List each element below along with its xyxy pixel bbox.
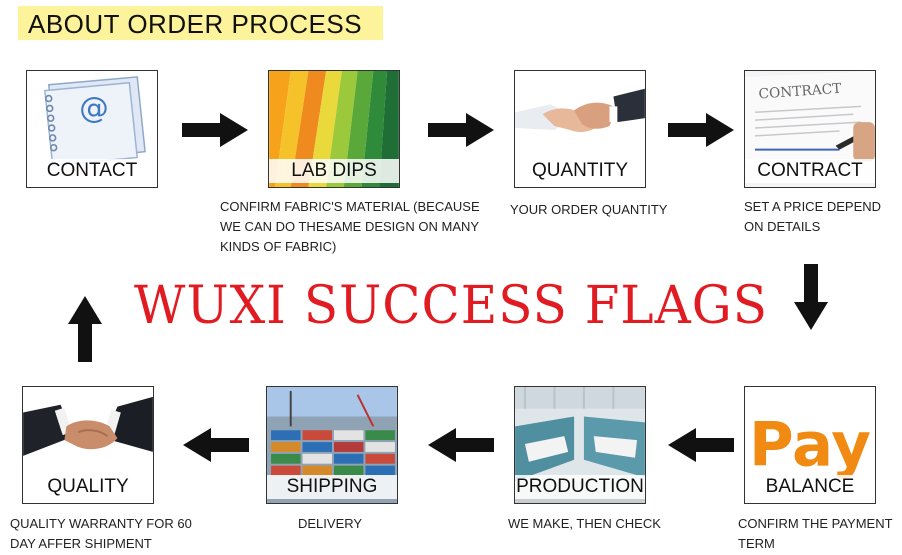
step-label: SHIPPING	[267, 475, 397, 499]
arrow-right-icon	[182, 113, 248, 147]
step-shipping: SHIPPING	[266, 386, 398, 504]
svg-text:CONTRACT: CONTRACT	[758, 81, 843, 103]
arrow-left-icon	[183, 428, 249, 462]
arrow-right-icon	[668, 113, 734, 147]
pay-text: Pay	[749, 410, 871, 481]
step-label: CONTRACT	[745, 159, 875, 183]
step-label: QUALITY	[23, 475, 153, 499]
arrow-down-icon	[794, 264, 828, 330]
brand-name: WUXI SUCCESS FLAGS	[134, 274, 768, 336]
step-label: BALANCE	[745, 475, 875, 499]
step-description: QUALITY WARRANTY FOR 60 DAY AFFER SHIPME…	[10, 516, 192, 551]
step-description: CONFIRM FABRIC'S MATERIAL (BECAUSE WE CA…	[220, 199, 480, 254]
step-description: YOUR ORDER QUANTITY	[510, 202, 668, 217]
step-quantity: QUANTITY	[514, 70, 646, 188]
step-lab-dips: LAB DIPS	[268, 70, 400, 188]
step-label: PRODUCTION	[515, 475, 645, 499]
step-description: DELIVERY	[298, 516, 363, 531]
step-production: PRODUCTION	[514, 386, 646, 504]
svg-text:@: @	[79, 91, 108, 125]
step-quality: QUALITY	[22, 386, 154, 504]
step-label: QUANTITY	[515, 159, 645, 183]
step-contract: CONTRACT CONTRACT	[744, 70, 876, 188]
step-contact: @ CONTACT	[26, 70, 158, 188]
step-label: LAB DIPS	[269, 159, 399, 183]
step-balance: Pay BALANCE	[744, 386, 876, 504]
step-description: WE MAKE, THEN CHECK	[508, 516, 661, 531]
step-description: CONFIRM THE PAYMENT TERM	[738, 516, 893, 551]
arrow-right-icon	[428, 113, 494, 147]
page-title: ABOUT ORDER PROCESS	[18, 6, 383, 40]
step-description: SET A PRICE DEPEND ON DETAILS	[744, 199, 882, 234]
step-label: CONTACT	[27, 159, 157, 183]
arrow-up-icon	[68, 296, 102, 362]
arrow-left-icon	[668, 428, 734, 462]
arrow-left-icon	[428, 428, 494, 462]
